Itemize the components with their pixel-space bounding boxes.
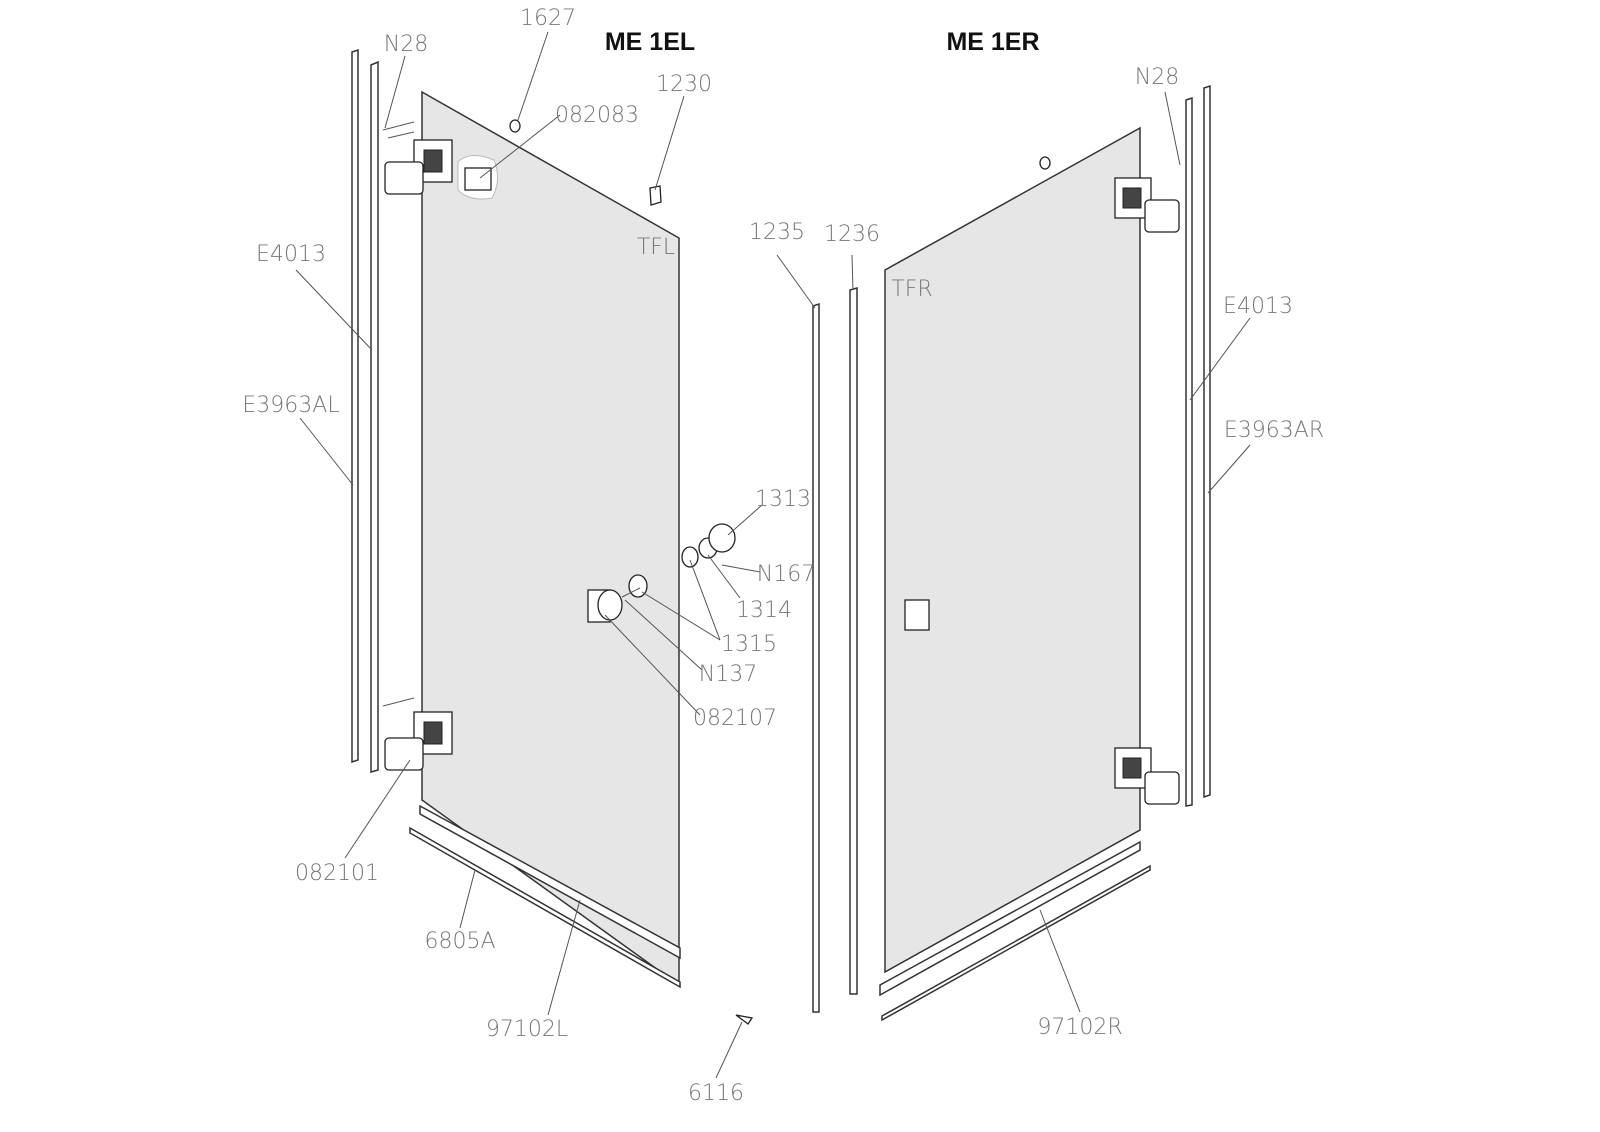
label-6805a: 6805A <box>424 929 495 954</box>
label-1230: 1230 <box>656 72 712 97</box>
title-me-1el: ME 1EL <box>605 28 695 56</box>
right-bottom-hinge <box>1114 747 1180 805</box>
label-97102r: 97102R <box>1037 1015 1122 1040</box>
label-n28-left: N28 <box>384 32 428 57</box>
bottom-seal-97102R <box>879 840 1141 997</box>
label-n167: N167 <box>757 562 815 587</box>
label-082107: 082107 <box>693 706 777 731</box>
bottom-seal-right-lower <box>881 864 1151 1022</box>
label-97102l: 97102L <box>486 1017 568 1042</box>
label-e3963al: E3963AL <box>242 393 339 418</box>
bottom-seal-6805A <box>409 826 681 989</box>
part-1627 <box>509 119 521 133</box>
left-door-assembly <box>351 48 736 989</box>
profile-1235 <box>812 302 820 1013</box>
left-glass-panel <box>421 90 680 987</box>
profile-1236 <box>849 287 858 995</box>
leader-lines <box>295 31 1251 1079</box>
handle-assembly <box>587 523 736 623</box>
part-labels: 1627 N28 1230 082083 N28 1235 1236 TFL T… <box>242 6 1324 1106</box>
label-082101: 082101 <box>295 861 379 886</box>
part-6116 <box>735 1014 754 1025</box>
left-wall-profile-outer <box>351 48 359 764</box>
right-door-assembly <box>879 84 1211 1022</box>
right-glass-panel <box>884 126 1141 974</box>
label-082083: 082083 <box>555 103 639 128</box>
part-1230 <box>649 185 662 206</box>
left-bottom-hinge <box>382 697 453 771</box>
label-1313: 1313 <box>755 487 811 512</box>
label-1314: 1314 <box>736 598 792 623</box>
right-wall-profile-outer <box>1203 84 1211 799</box>
left-top-hinge <box>382 121 453 195</box>
title-me-1er: ME 1ER <box>946 28 1039 56</box>
label-e3963ar: E3963AR <box>1224 418 1324 443</box>
left-wall-profile-inner <box>370 60 379 773</box>
label-1315: 1315 <box>721 632 777 657</box>
label-e4013-left: E4013 <box>256 242 326 267</box>
right-wall-profile-inner <box>1185 96 1193 807</box>
label-1627: 1627 <box>520 6 576 31</box>
right-top-hinge <box>1114 177 1180 233</box>
label-1235: 1235 <box>749 220 805 245</box>
bottom-seal-97102L <box>419 804 681 960</box>
label-e4013-right: E4013 <box>1223 294 1293 319</box>
label-tfl: TFL <box>637 235 675 260</box>
label-1236: 1236 <box>824 222 880 247</box>
label-6116: 6116 <box>688 1081 744 1106</box>
right-handle-knob <box>904 599 930 631</box>
label-n28-right: N28 <box>1135 65 1179 90</box>
label-tfr: TFR <box>891 277 932 302</box>
part-082083 <box>464 167 492 191</box>
label-n137: N137 <box>699 662 757 687</box>
